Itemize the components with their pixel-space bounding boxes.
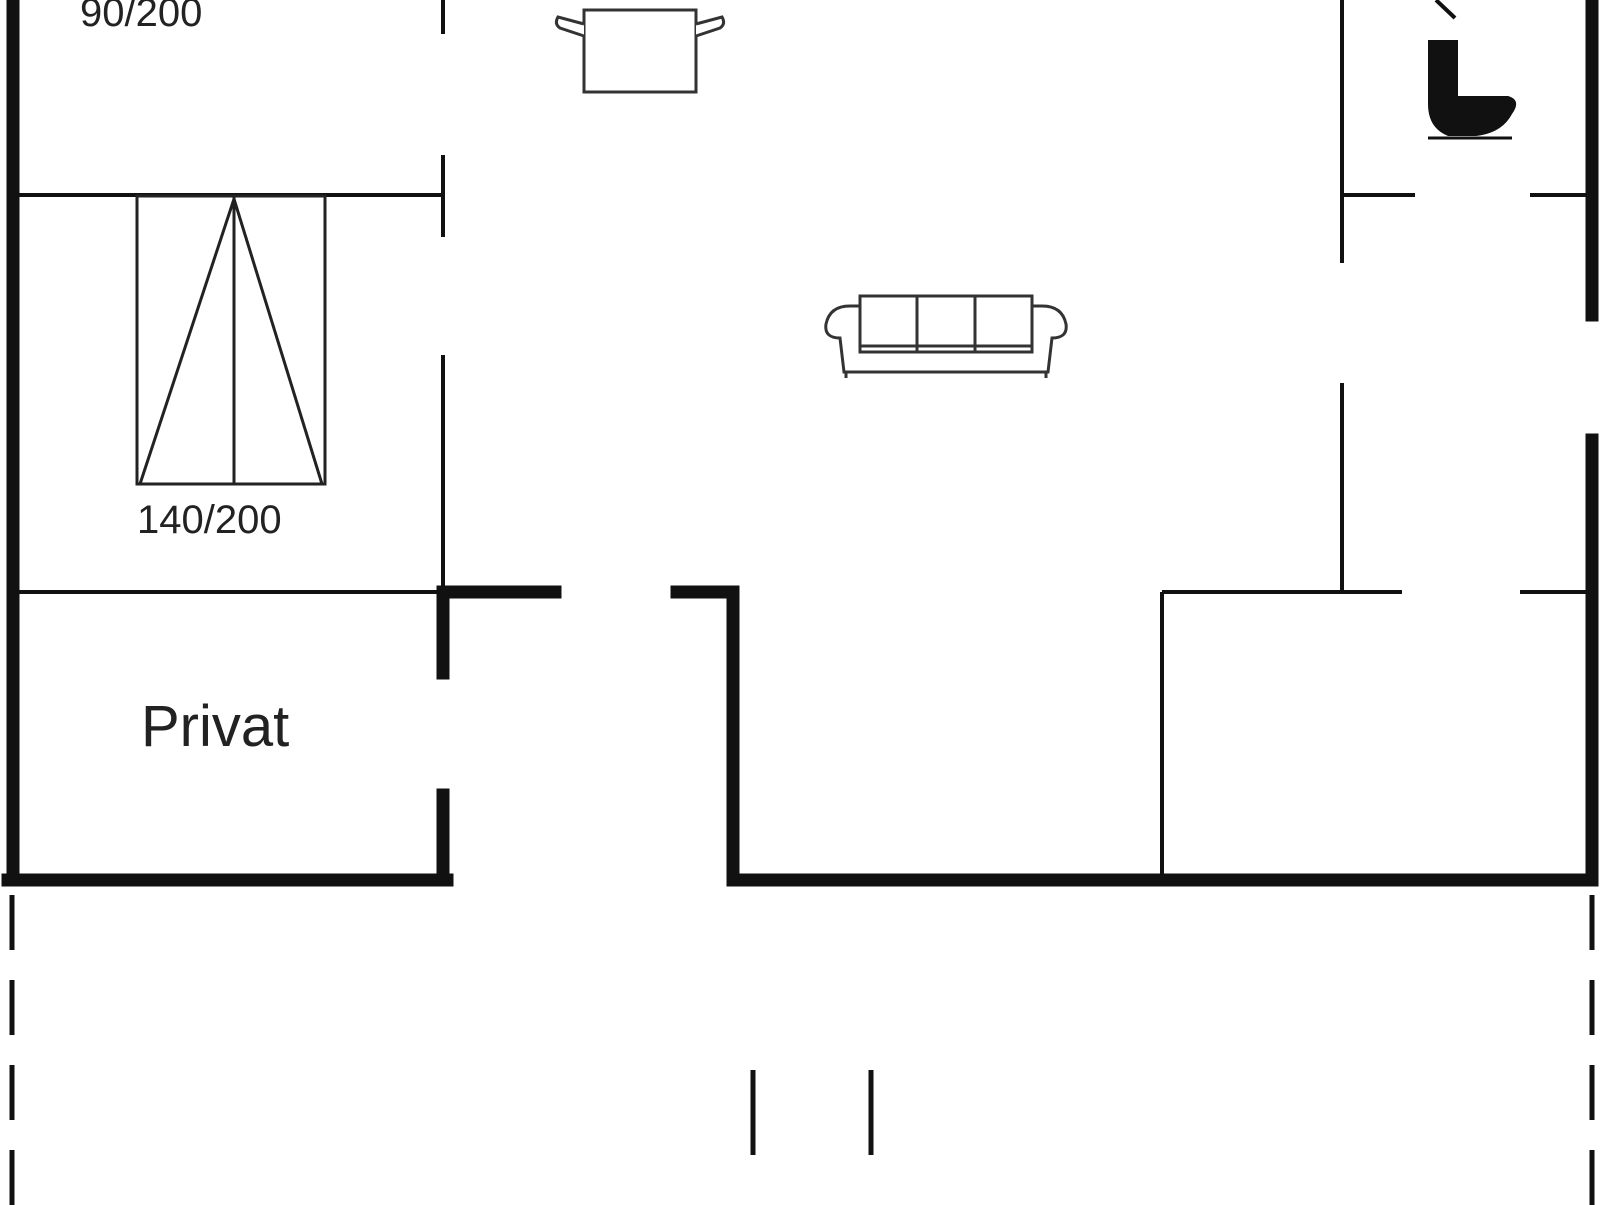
bed-size-label-single: 90/200 — [80, 0, 202, 35]
double-bed-icon — [135, 194, 327, 486]
room-label-private: Privat — [141, 694, 289, 759]
bed-size-label-double: 140/200 — [137, 498, 282, 542]
terrace-dashed-lines — [9, 895, 1595, 1205]
toilet-icon — [1428, 0, 1517, 140]
stove-pot-icon — [554, 8, 726, 94]
entrance-step-marks — [750, 1070, 874, 1155]
sofa-icon — [824, 294, 1068, 378]
